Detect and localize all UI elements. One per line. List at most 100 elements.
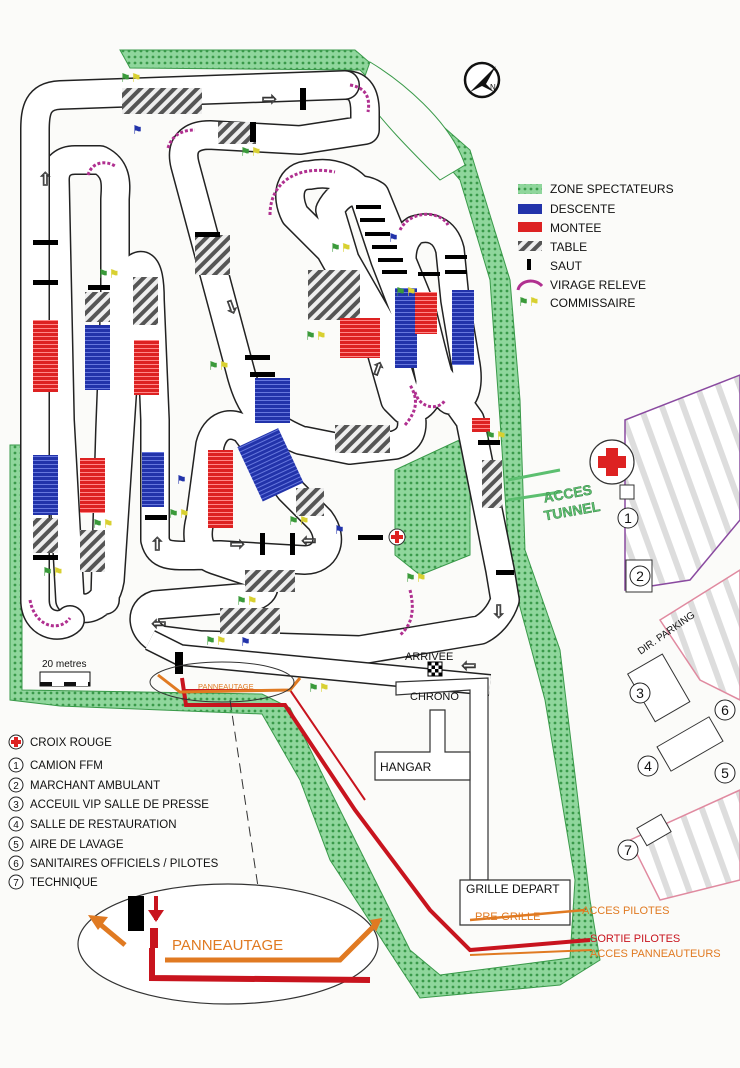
- climb-section: [33, 320, 58, 392]
- hangar-label: HANGAR: [380, 760, 432, 774]
- legend-swatch-descent: [518, 204, 542, 214]
- svg-text:6: 6: [13, 859, 19, 870]
- svg-text:4: 4: [644, 758, 652, 774]
- svg-text:20 metres: 20 metres: [42, 659, 86, 670]
- svg-text:DESCENTE: DESCENTE: [550, 202, 615, 216]
- descent-section: [395, 288, 417, 368]
- descent-section: [237, 428, 304, 502]
- descent-section: [452, 290, 474, 365]
- table-obstacle: [195, 235, 230, 275]
- svg-text:⚑⚑: ⚑⚑: [485, 429, 507, 443]
- svg-text:⚑⚑: ⚑⚑: [308, 681, 330, 695]
- svg-text:SANITAIRES OFFICIELS / PILOTES: SANITAIRES OFFICIELS / PILOTES: [30, 858, 219, 870]
- obstacles: [33, 88, 514, 674]
- svg-text:⚑⚑: ⚑⚑: [395, 285, 417, 299]
- red-cross-icon: [8, 734, 24, 750]
- svg-text:⚑⚑: ⚑⚑: [98, 267, 120, 281]
- table-obstacle: [218, 122, 256, 144]
- svg-text:MONTEE: MONTEE: [550, 221, 601, 235]
- legend-swatch-marshal: ⚑⚑: [518, 295, 540, 309]
- svg-text:1: 1: [13, 761, 19, 772]
- panneau-zoom: [77, 661, 382, 1005]
- climb-section: [415, 292, 437, 334]
- svg-text:SALLE DE RESTAURATION: SALLE DE RESTAURATION: [30, 819, 177, 831]
- descent-section: [85, 325, 110, 390]
- banked-turns: [28, 83, 450, 637]
- svg-text:⇨: ⇨: [366, 358, 391, 379]
- map-marker-5: 5: [714, 762, 736, 784]
- arrivee-label: ARRIVEE: [405, 651, 453, 663]
- svg-text:⇨: ⇨: [488, 604, 509, 619]
- svg-text:1: 1: [624, 510, 632, 526]
- svg-text:5: 5: [721, 765, 729, 781]
- svg-text:⚑⚑: ⚑⚑: [208, 359, 230, 373]
- svg-text:7: 7: [624, 842, 632, 858]
- table-obstacle: [245, 570, 295, 592]
- red-cross-icon: [589, 439, 635, 485]
- climb-section: [134, 340, 159, 395]
- pre-grille-label: PRE-GRILLE: [475, 911, 540, 923]
- panneautage-small-label: PANNEAUTAGE: [198, 682, 254, 691]
- svg-text:⚑⚑: ⚑⚑: [42, 565, 64, 579]
- svg-text:⇨: ⇨: [219, 297, 244, 318]
- legend-swatch-climb: [518, 222, 542, 232]
- svg-text:⚑⚑: ⚑⚑: [120, 71, 142, 85]
- svg-text:COMMISSAIRE: COMMISSAIRE: [550, 296, 635, 310]
- map-marker-4: 4: [637, 755, 659, 777]
- table-obstacle: [80, 530, 105, 572]
- services-legend: CROIX ROUGE 1 CAMION FFM 2 MARCHANT AMBU…: [8, 734, 219, 890]
- svg-text:⇨: ⇨: [262, 89, 277, 110]
- svg-text:⚑: ⚑: [132, 123, 143, 137]
- svg-text:7: 7: [13, 878, 19, 889]
- marshal-posts: ⚑⚑ ⚑⚑ ⚑⚑ ⚑⚑ ⚑⚑ ⚑⚑ ⚑⚑ ⚑⚑ ⚑⚑ ⚑⚑ ⚑⚑ ⚑⚑ ⚑⚑ ⚑…: [42, 71, 507, 695]
- chrono-label: CHRONO: [410, 691, 459, 703]
- svg-text:CROIX ROUGE: CROIX ROUGE: [30, 737, 112, 749]
- svg-text:2: 2: [636, 568, 644, 584]
- climb-section: [472, 418, 490, 432]
- climb-section: [340, 318, 380, 358]
- map-marker-2: 2: [629, 565, 651, 587]
- svg-text:⇨: ⇨: [461, 655, 476, 676]
- table-obstacle: [133, 277, 158, 325]
- map-marker-6: 6: [714, 699, 736, 721]
- legend-swatch-banked: [516, 279, 544, 291]
- table-obstacle: [308, 270, 360, 320]
- spectator-zones: [9, 49, 601, 999]
- svg-text:⚑: ⚑: [334, 523, 345, 537]
- table-obstacle: [220, 608, 280, 634]
- acces-pilotes-label: ACCES PILOTES: [582, 905, 669, 917]
- svg-text:2: 2: [13, 781, 19, 792]
- table-obstacle: [33, 518, 58, 553]
- map-markers: 1 2 3 4 5 6 7: [617, 507, 736, 861]
- svg-text:⇨: ⇨: [301, 530, 316, 551]
- scale-bar: 20 metres: [39, 659, 91, 687]
- svg-text:3: 3: [636, 685, 644, 701]
- panneautage-large-label: PANNEAUTAGE: [172, 937, 283, 954]
- svg-text:⚑⚑: ⚑⚑: [288, 514, 310, 528]
- compass-icon: N: [463, 61, 501, 99]
- svg-text:⚑⚑: ⚑⚑: [330, 241, 352, 255]
- svg-text:3: 3: [13, 800, 19, 811]
- svg-text:⇨: ⇨: [151, 613, 166, 634]
- red-cross-icon: [388, 528, 406, 546]
- sortie-pilotes-label: SORTIE PILOTES: [590, 933, 680, 945]
- svg-text:⚑⚑: ⚑⚑: [236, 594, 258, 608]
- map-marker-7: 7: [617, 839, 639, 861]
- svg-text:ACCEUIL VIP SALLE DE PRESSE: ACCEUIL VIP SALLE DE PRESSE: [30, 799, 209, 811]
- table-obstacle: [335, 425, 390, 453]
- svg-text:⚑: ⚑: [388, 231, 399, 245]
- legend-swatch-table: [518, 241, 542, 251]
- finish-line-flag: [427, 661, 443, 677]
- svg-text:N: N: [490, 83, 496, 92]
- svg-text:VIRAGE RELEVE: VIRAGE RELEVE: [550, 278, 646, 292]
- svg-text:AIRE DE LAVAGE: AIRE DE LAVAGE: [30, 839, 124, 851]
- table-obstacle: [85, 292, 110, 322]
- descent-section: [142, 452, 164, 507]
- table-obstacle: [122, 88, 202, 114]
- map-legend: ZONE SPECTATEURS DESCENTE MONTEE TABLE S…: [516, 182, 674, 310]
- svg-text:⇨: ⇨: [230, 534, 245, 555]
- svg-text:⇨: ⇨: [147, 536, 168, 551]
- map-marker-1: 1: [617, 507, 639, 529]
- blue-flags: ⚑⚑⚑ ⚑⚑: [132, 123, 399, 649]
